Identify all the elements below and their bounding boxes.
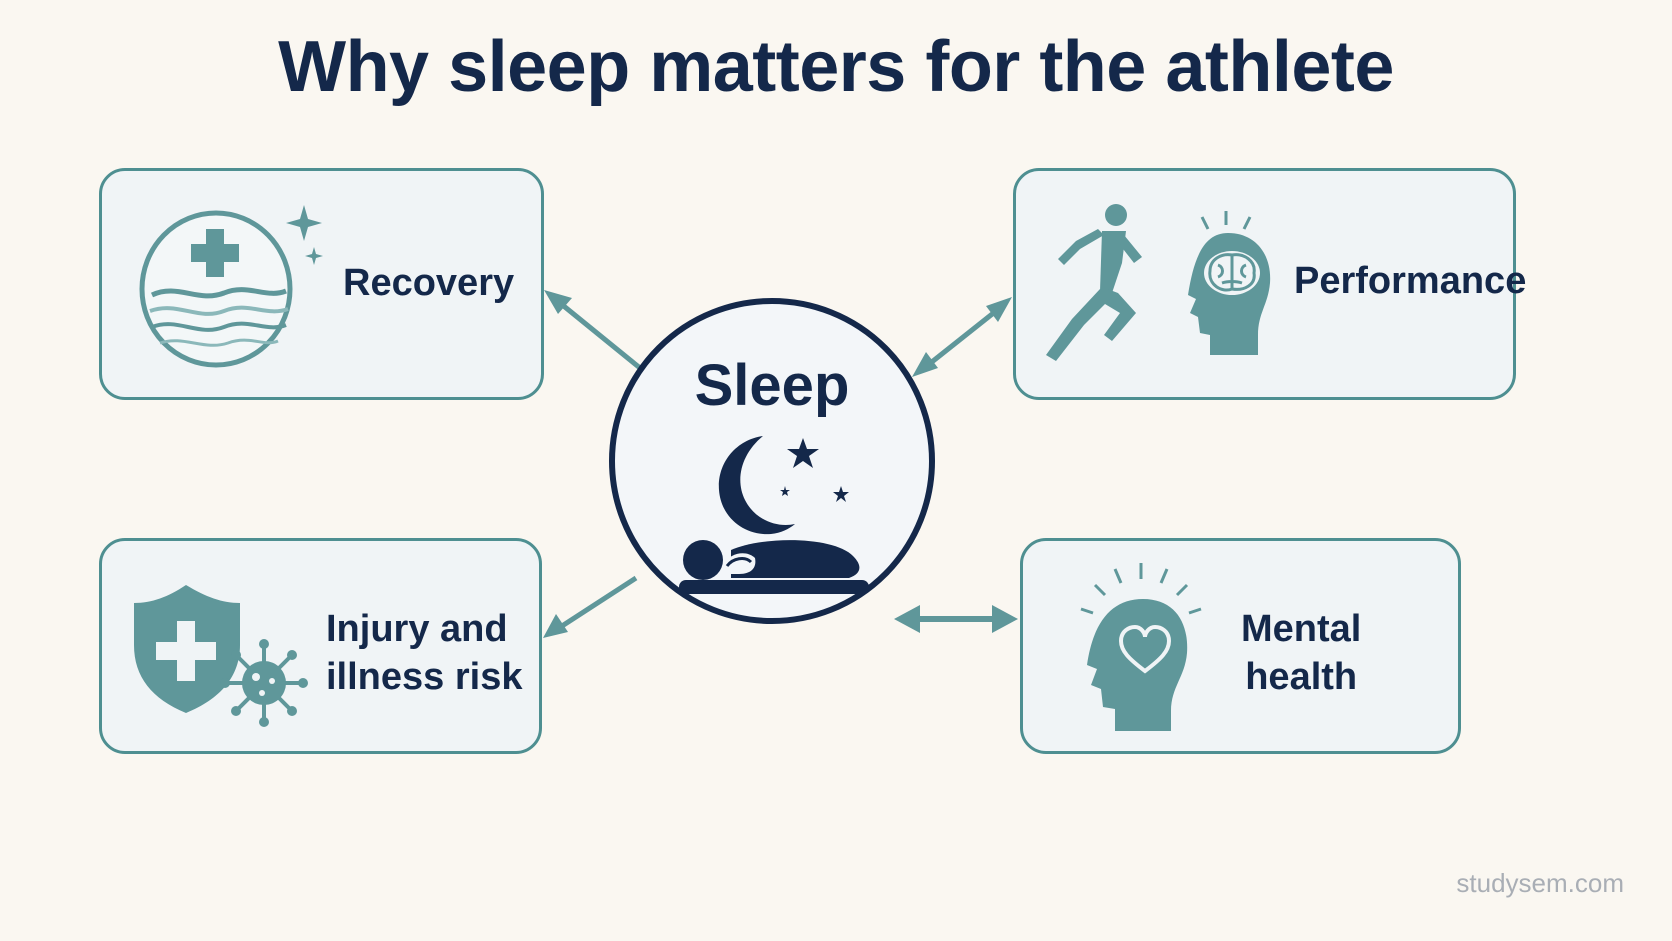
virus-icon xyxy=(220,639,308,727)
node-mental: Mental health xyxy=(1020,538,1461,754)
node-injury: Injury and illness risk xyxy=(99,538,542,754)
recovery-tissue-icon xyxy=(139,205,323,368)
connector-recovery xyxy=(544,290,642,370)
sleeping-person-moon-icon xyxy=(679,436,869,594)
sprinter-icon xyxy=(1046,204,1142,361)
center-node-sleep: Sleep xyxy=(609,298,935,624)
connector-injury xyxy=(543,575,638,638)
connector-performance xyxy=(912,297,1012,377)
heart-head-icon xyxy=(1080,563,1202,731)
node-performance: Performance xyxy=(1013,168,1526,400)
node-recovery: Recovery xyxy=(99,168,544,400)
center-label: Sleep xyxy=(694,353,850,418)
node-label-performance: Performance xyxy=(1294,260,1527,302)
watermark: studysem.com xyxy=(1456,868,1624,898)
node-label-mental: Mental health xyxy=(1241,608,1362,698)
node-label-recovery: Recovery xyxy=(343,262,515,304)
connector-mental xyxy=(894,605,1018,633)
brain-head-icon xyxy=(1188,211,1271,355)
node-label-injury: Injury and illness risk xyxy=(326,608,523,698)
diagram-title: Why sleep matters for the athlete xyxy=(278,27,1394,107)
shield-cross-icon xyxy=(134,585,240,713)
